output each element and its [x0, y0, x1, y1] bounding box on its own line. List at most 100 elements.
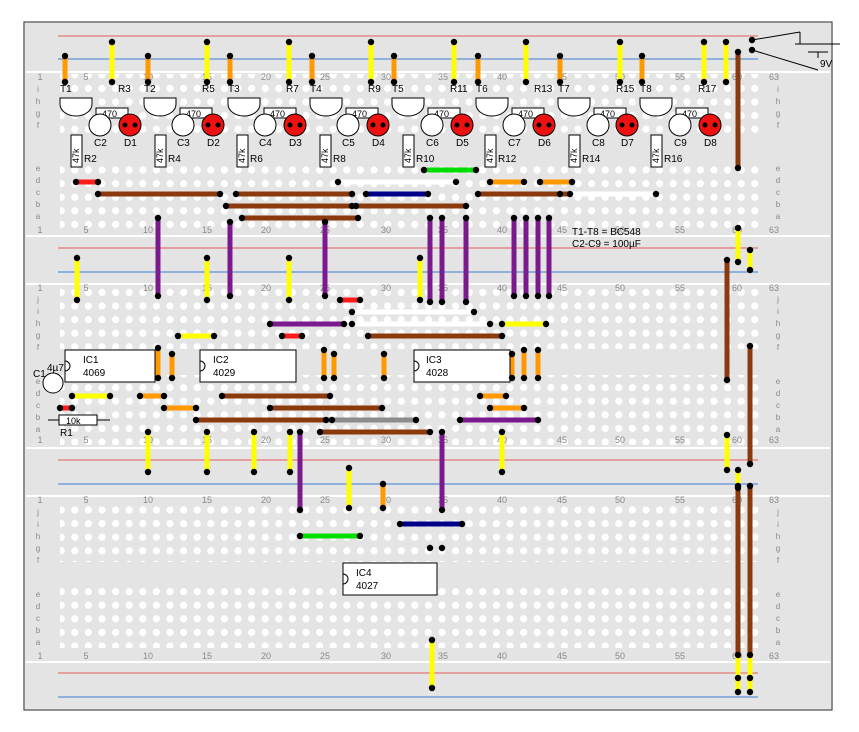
connection-dot — [746, 688, 754, 696]
collector-resistor-value: 470 — [186, 109, 201, 119]
capacitor-label: C2 — [94, 138, 107, 149]
connection-dot — [542, 320, 550, 328]
row-letter: a — [36, 425, 41, 434]
transistor-body — [391, 97, 425, 117]
column-number: 63 — [769, 283, 779, 293]
row-letter: a — [776, 212, 781, 221]
connection-dot — [316, 428, 324, 436]
row-letter: e — [776, 590, 781, 599]
column-number: 10 — [143, 651, 153, 661]
ic3: IC3 4028 — [413, 349, 511, 383]
column-number: 40 — [497, 651, 507, 661]
connection-dot — [154, 292, 162, 300]
base-resistor-value: 47k — [320, 148, 330, 163]
column-number: 50 — [615, 651, 625, 661]
base-resistor-value: 47k — [237, 148, 247, 163]
connection-dot — [722, 78, 730, 86]
connection-dot — [700, 78, 708, 86]
column-number: 30 — [381, 225, 391, 235]
led-pin — [454, 122, 460, 128]
led-pin — [464, 122, 470, 128]
connection-dot — [334, 178, 342, 186]
c1-label: C1 — [33, 369, 46, 380]
column-number: 30 — [381, 435, 391, 445]
connection-dot — [168, 374, 176, 382]
capacitor — [88, 113, 112, 137]
column-number: 5 — [83, 225, 88, 235]
connection-dot — [278, 332, 286, 340]
connection-dot — [68, 404, 76, 412]
connection-dot — [462, 202, 470, 210]
connection-dot — [652, 190, 660, 198]
base-resistor — [319, 134, 332, 168]
led — [698, 113, 722, 137]
connection-dot — [438, 506, 446, 514]
connection-dot — [638, 52, 646, 60]
row-letter: i — [777, 307, 779, 316]
connection-dot — [502, 392, 510, 400]
connection-dot — [144, 468, 152, 476]
row-letter: e — [36, 590, 41, 599]
connection-dot — [144, 428, 152, 436]
led-pin — [702, 122, 708, 128]
column-number: 45 — [557, 225, 567, 235]
column-number: 40 — [497, 495, 507, 505]
connection-dot — [94, 178, 102, 186]
connection-dot — [474, 78, 482, 86]
column-number: 30 — [381, 72, 391, 82]
column-number: 55 — [675, 72, 685, 82]
row-letter: d — [776, 389, 780, 398]
connection-dot — [94, 190, 102, 198]
connection-dot — [498, 468, 506, 476]
row-letter: c — [776, 614, 780, 623]
column-number: 25 — [320, 435, 330, 445]
collector-resistor-value: 470 — [102, 109, 117, 119]
connection-dot — [154, 374, 162, 382]
connection-dot — [536, 178, 544, 186]
connection-dot — [168, 350, 176, 358]
ic4-name: IC4 — [356, 568, 372, 579]
connection-dot — [203, 428, 211, 436]
column-number: 5 — [83, 72, 88, 82]
timing-resistor: 10k R1 — [48, 414, 110, 439]
connection-dot — [520, 178, 528, 186]
connection-dot — [416, 254, 424, 262]
base-resistor-label: R12 — [498, 154, 517, 165]
row-letter: a — [776, 638, 781, 647]
transistor-body — [557, 97, 591, 117]
base-resistor-value: 47k — [569, 148, 579, 163]
connection-dot — [458, 520, 466, 528]
ic3-name: IC3 — [426, 355, 442, 366]
column-number: 15 — [202, 225, 212, 235]
transistor-label: T3 — [228, 84, 240, 95]
wire-layer — [60, 42, 753, 692]
transistor-label: T4 — [310, 84, 322, 95]
column-number: 50 — [615, 225, 625, 235]
column-number: 1 — [37, 72, 42, 82]
collector-resistor — [593, 107, 627, 119]
led-label: D2 — [207, 138, 220, 149]
base-resistor-label: R8 — [333, 154, 346, 165]
connection-dot — [746, 651, 754, 659]
collector-resistor-value: 470 — [518, 109, 533, 119]
connection-dot — [545, 214, 553, 222]
led-pin — [215, 122, 221, 128]
collector-resistor — [675, 107, 709, 119]
connection-dot — [534, 292, 542, 300]
row-letter: h — [776, 532, 780, 541]
led-pin — [629, 122, 635, 128]
capacitor — [586, 113, 610, 137]
capacitor — [668, 113, 692, 137]
connection-dot — [320, 346, 328, 354]
row-letter: h — [36, 319, 40, 328]
column-number: 10 — [143, 495, 153, 505]
connection-dot — [348, 190, 356, 198]
column-number: 1 — [37, 225, 42, 235]
connection-dot — [285, 38, 293, 46]
connection-dot — [508, 374, 516, 382]
connection-dot — [723, 466, 731, 474]
supply-label: 9V — [820, 59, 833, 70]
row-letter: b — [36, 626, 41, 635]
connection-dot — [364, 332, 372, 340]
